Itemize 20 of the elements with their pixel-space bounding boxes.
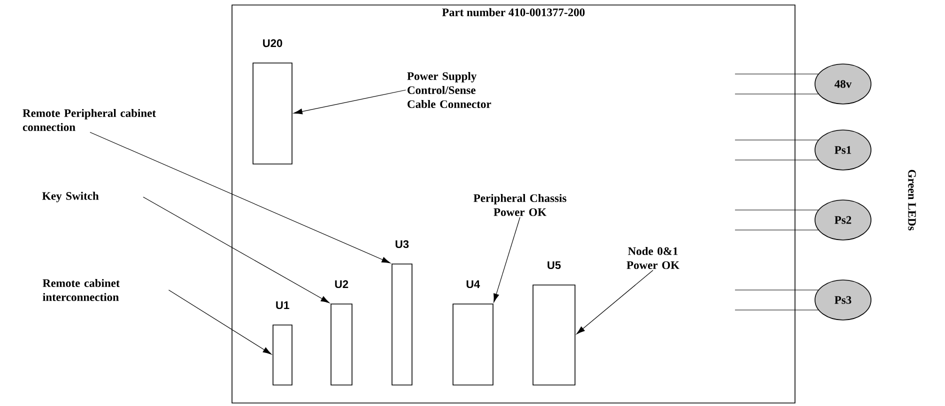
arrow bbox=[294, 90, 406, 114]
callout-text: Key Switch bbox=[42, 192, 99, 202]
arrow bbox=[576, 270, 654, 334]
callout-text: Remote cabinet interconnection bbox=[42, 278, 120, 302]
component-label: U3 bbox=[396, 240, 409, 248]
part-number: Part number 410-001377-200 bbox=[442, 8, 585, 16]
component-label: U4 bbox=[466, 280, 480, 288]
component-label: U1 bbox=[276, 301, 290, 310]
component-label: U5 bbox=[548, 261, 561, 270]
callout-text: Power Supply Control/Sense Cable Connector bbox=[407, 72, 492, 108]
component-label: U2 bbox=[335, 280, 348, 288]
side-label: Green LEDs bbox=[908, 170, 916, 230]
arrow bbox=[494, 216, 520, 302]
arrow bbox=[142, 196, 330, 304]
arrow bbox=[168, 290, 272, 354]
component-label: U20 bbox=[263, 39, 282, 48]
arrow bbox=[90, 132, 390, 264]
callout-text: Peripheral Chassis Power OK bbox=[474, 194, 566, 216]
callout-text: Remote Peripheral cabinet connection bbox=[22, 108, 156, 132]
callout-text: Node 0&1 Power OK bbox=[626, 246, 680, 270]
